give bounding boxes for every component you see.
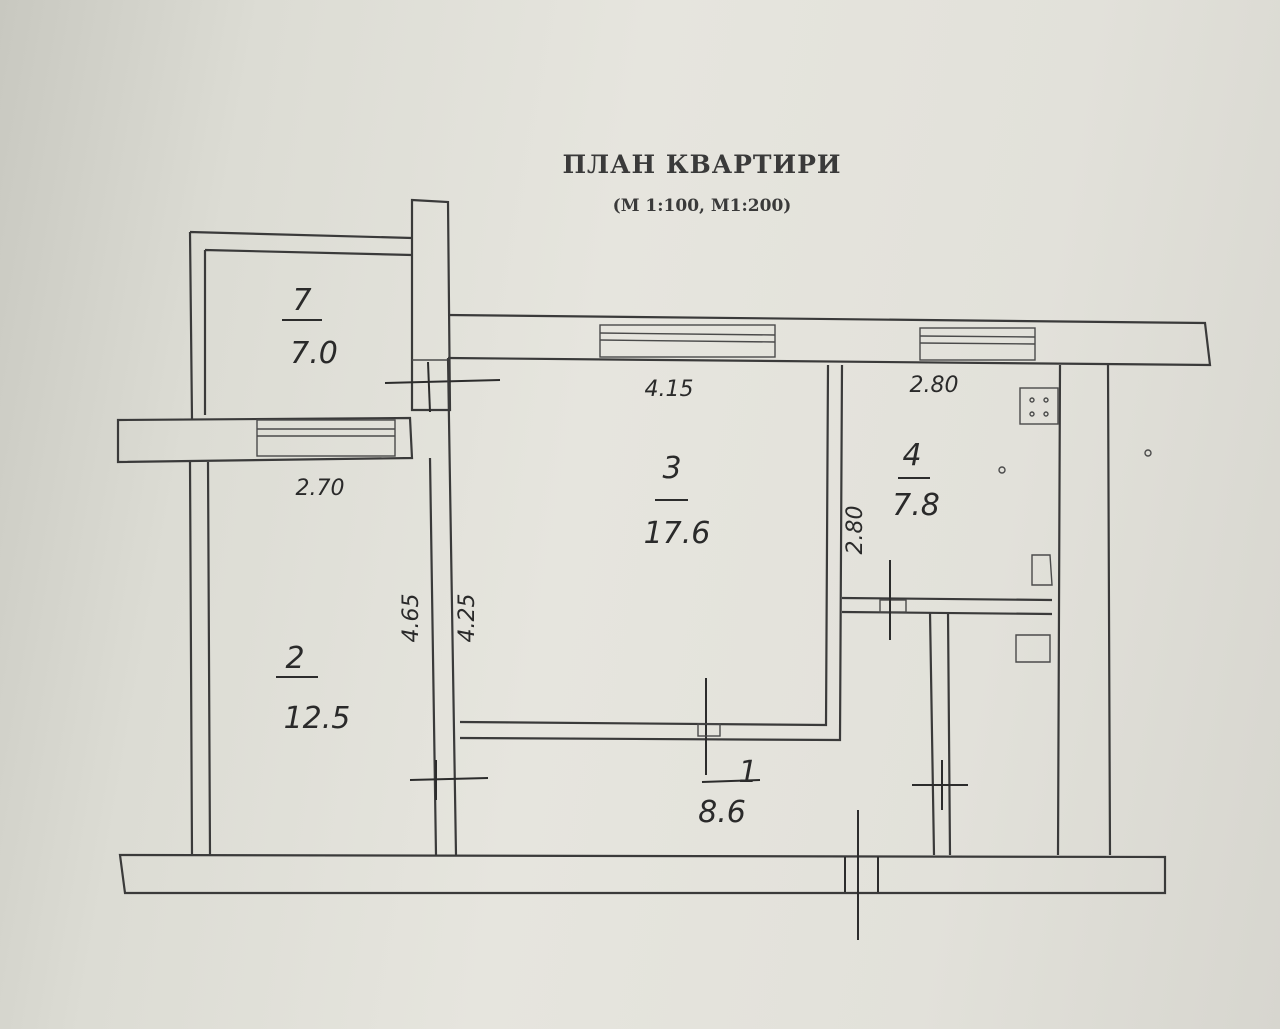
- room-2-walls: [188, 357, 489, 856]
- room-3-walls: [459, 364, 844, 775]
- corridor-partitions: [912, 611, 968, 856]
- room-7-area: 7.0: [290, 336, 338, 371]
- dimension-room-2-width: 2.70: [296, 476, 345, 501]
- room-4-number: 4: [902, 438, 921, 473]
- room-2-label: 2 12.5: [276, 641, 350, 736]
- room-1-label: 1 8.6: [698, 755, 761, 830]
- room-7-number: 7: [292, 283, 311, 318]
- room-1-area: 8.6: [698, 795, 746, 830]
- room-2-area: 12.5: [284, 701, 351, 736]
- room-3-number: 3: [662, 451, 681, 486]
- wall-balcony-window: [116, 416, 414, 464]
- dimension-room-3-width: 4.15: [645, 377, 694, 402]
- plan-scale: (М 1:100, М1:200): [612, 196, 792, 216]
- room-3-label: 3 17.6: [644, 451, 711, 551]
- dimension-room-4-length: 2.80: [843, 506, 868, 555]
- room-4-walls: [841, 364, 1152, 856]
- exterior-wall-top: [447, 313, 1212, 367]
- plan-title: ПЛАН КВАРТИРИ: [562, 150, 842, 179]
- room-4-label: 4 7.8: [892, 438, 940, 523]
- room-3-area: 17.6: [644, 516, 711, 551]
- exterior-wall-bottom: [118, 810, 1167, 940]
- room-1-number: 1: [738, 755, 757, 790]
- dimension-room-2-length: 4.65: [399, 594, 424, 643]
- balcony-room-7-outline: [188, 198, 501, 421]
- room-7-label: 7 7.0: [282, 283, 338, 371]
- dimension-room-4-width: 2.80: [910, 373, 959, 398]
- dimension-room-3-length: 4.25: [455, 594, 480, 643]
- room-4-area: 7.8: [892, 488, 940, 523]
- room-2-number: 2: [285, 641, 304, 676]
